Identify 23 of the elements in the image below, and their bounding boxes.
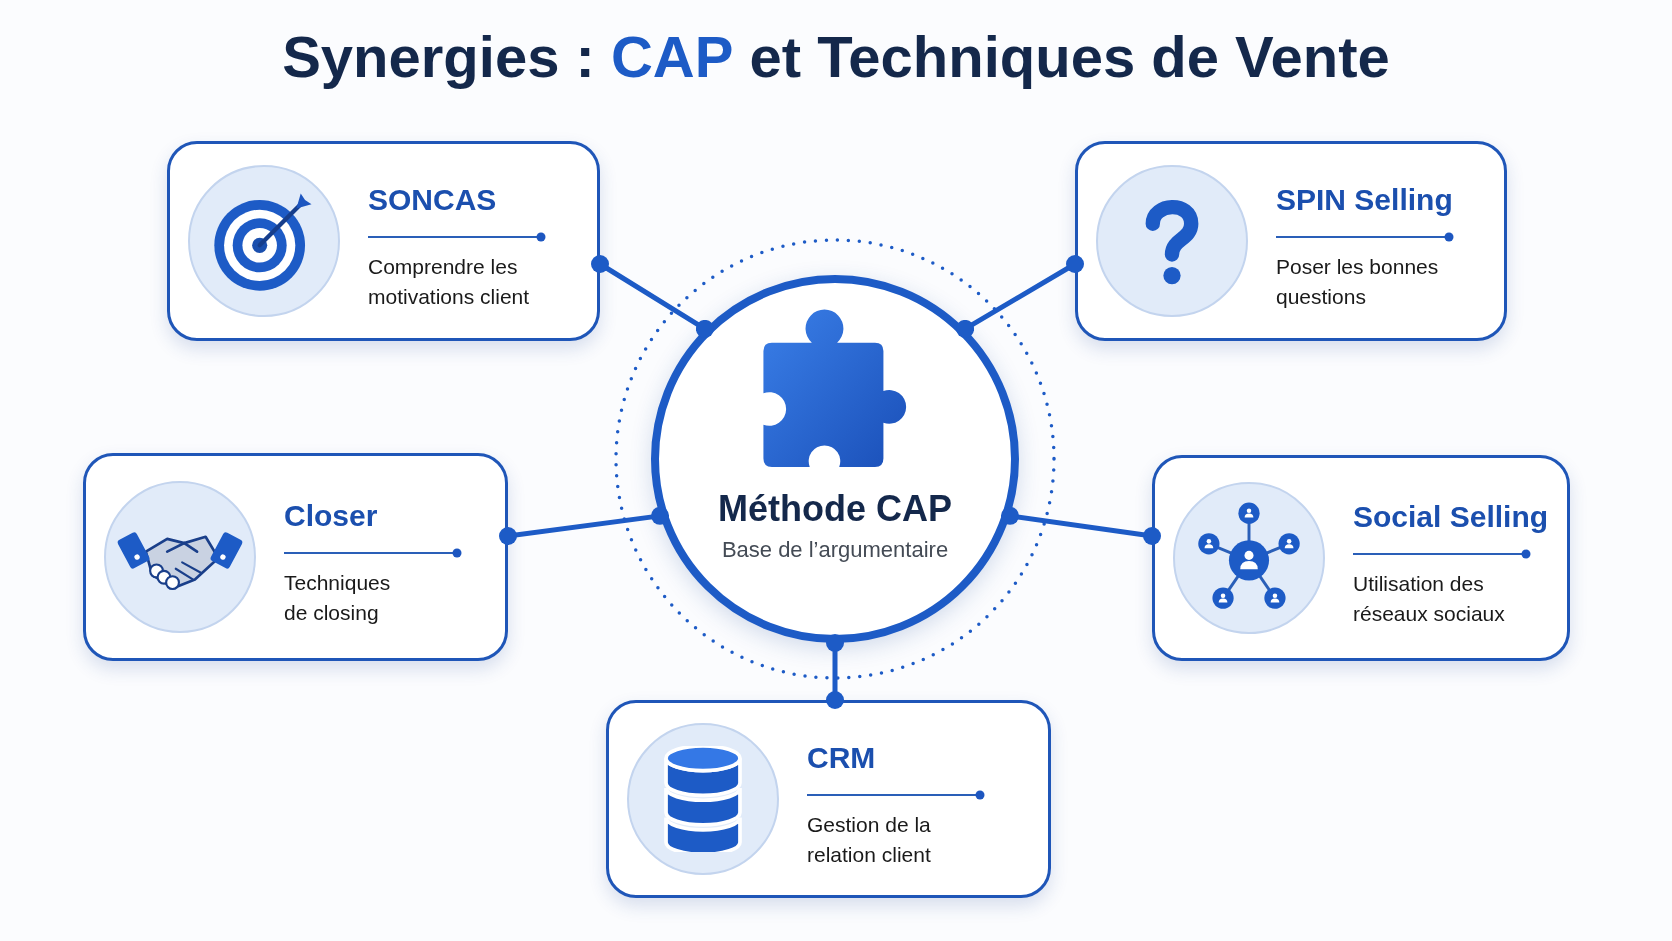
connector-line [591,255,714,338]
card-heading: SONCAS [368,182,497,218]
topic-card [606,700,1051,898]
topic-card [1152,455,1570,661]
connector-line [1001,506,1161,545]
topic-card [83,453,508,661]
topic-card [1075,141,1507,341]
card-description: Poser les bonnes questions [1276,254,1440,310]
card-heading: Social Selling [1353,499,1549,535]
topic-card [167,141,600,341]
card-heading: Closer [284,498,378,534]
card-description: Gestion de la relation client [807,812,932,868]
connector-line [826,634,844,709]
card-description: Techniques de closing [284,570,392,626]
card-heading: SPIN Selling [1276,182,1453,218]
connector-line [499,506,669,545]
title: Synergies : CAP et Techniques de Vente [282,23,1390,91]
center-subtitle: Base de l’argumentaire [721,536,949,564]
card-description: Comprendre les motivations client [368,254,531,310]
connector-line [956,255,1084,338]
center-heading: Méthode CAP [718,487,952,531]
card-description: Utilisation des réseaux sociaux [1353,571,1506,627]
card-heading: CRM [807,740,876,776]
